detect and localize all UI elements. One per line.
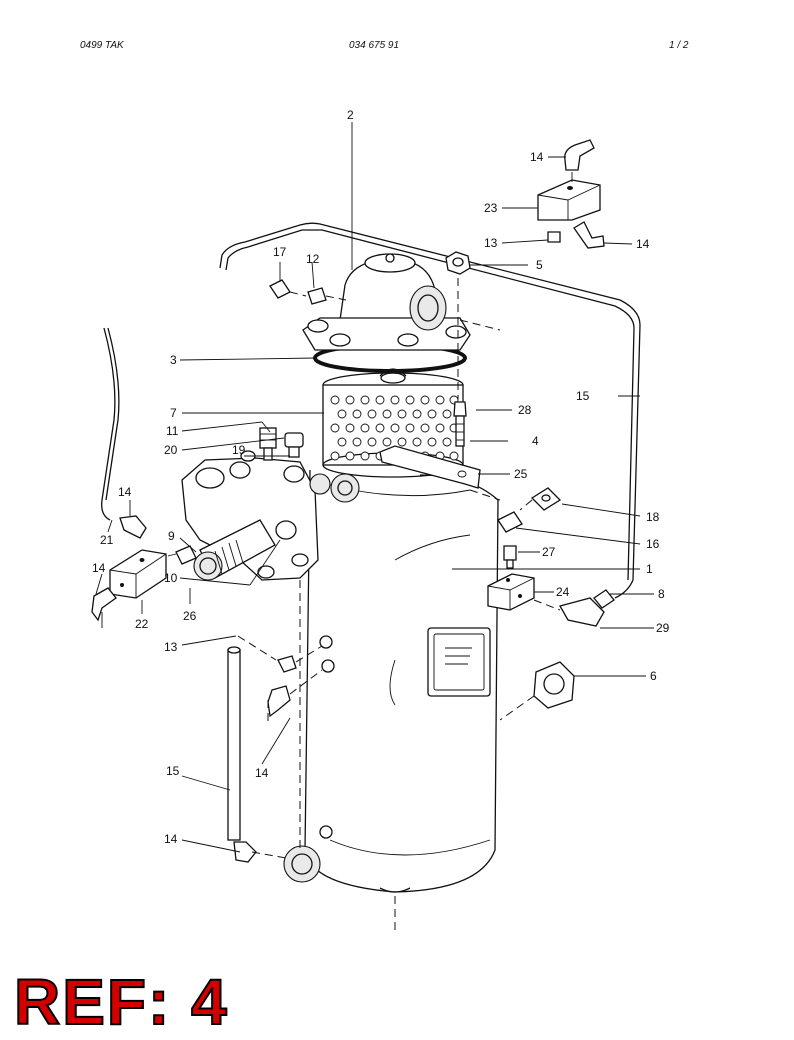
leader-lines — [95, 122, 654, 853]
pipe-upper — [219, 222, 641, 599]
callout-labels: 2 14 23 13 14 5 17 12 3 15 7 28 11 4 20 … — [92, 108, 670, 846]
callout-15: 15 — [166, 764, 180, 778]
header-doc-code: 0499 TAK — [80, 40, 124, 51]
reference-label: REF: 4 — [13, 966, 229, 1038]
callout-14: 14 — [92, 561, 106, 575]
callout-14: 14 — [255, 766, 269, 780]
callout-26: 26 — [183, 609, 197, 623]
callout-14: 14 — [530, 150, 544, 164]
header-page-number: 1 / 2 — [669, 40, 689, 51]
callout-28: 28 — [518, 403, 532, 417]
callout-14: 14 — [636, 237, 650, 251]
callout-13: 13 — [484, 236, 498, 250]
fittings-right — [487, 487, 615, 627]
callout-1: 1 — [646, 562, 653, 576]
callout-16: 16 — [646, 537, 660, 551]
callout-18: 18 — [646, 510, 660, 524]
callout-7: 7 — [170, 406, 177, 420]
block-top-right — [537, 139, 605, 249]
callout-29: 29 — [656, 621, 670, 635]
callout-9: 9 — [168, 529, 175, 543]
callout-22: 22 — [135, 617, 149, 631]
callout-20: 20 — [164, 443, 178, 457]
flange-plate — [181, 457, 319, 581]
callout-17: 17 — [273, 245, 287, 259]
filter-head — [302, 253, 471, 351]
callout-4: 4 — [532, 434, 539, 448]
fitting-9 — [167, 545, 197, 565]
block-left — [91, 327, 167, 628]
callout-12: 12 — [306, 252, 320, 266]
callout-21: 21 — [100, 533, 114, 547]
fitting-6 — [499, 661, 575, 721]
callout-8: 8 — [658, 587, 665, 601]
callout-2: 2 — [347, 108, 354, 122]
fittings-lower-left — [227, 635, 335, 883]
callout-10: 10 — [164, 571, 178, 585]
callout-14: 14 — [164, 832, 178, 846]
fittings-top-left — [269, 279, 347, 305]
callout-14: 14 — [118, 485, 132, 499]
callout-5: 5 — [536, 258, 543, 272]
callout-25: 25 — [514, 467, 528, 481]
vessel-body — [304, 469, 499, 930]
nut-and-bolt — [445, 251, 471, 447]
callout-6: 6 — [650, 669, 657, 683]
callout-19: 19 — [232, 443, 246, 457]
callout-27: 27 — [542, 545, 556, 559]
header-part-number: 034 675 91 — [349, 40, 400, 51]
callout-15: 15 — [576, 389, 590, 403]
callout-11: 11 — [166, 424, 179, 438]
callout-23: 23 — [484, 201, 498, 215]
bracket — [379, 445, 481, 489]
callout-3: 3 — [170, 353, 177, 367]
callout-13: 13 — [164, 640, 178, 654]
callout-24: 24 — [556, 585, 570, 599]
